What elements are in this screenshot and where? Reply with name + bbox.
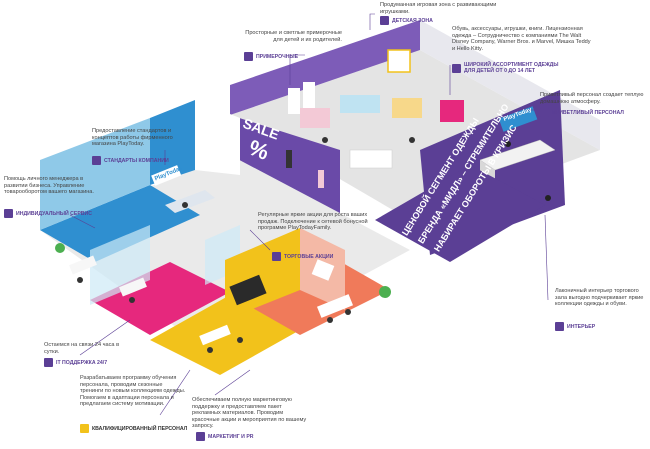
marketing-tag: Маркетинг и PR [196, 432, 254, 441]
headset-icon [44, 358, 53, 367]
fitting-tag: Примерочные [244, 52, 298, 61]
megaphone-icon [196, 432, 205, 441]
document-icon [92, 156, 101, 165]
presentation-screen [229, 274, 267, 306]
standards-note: Предоставление стандартов и концептов ра… [92, 128, 173, 148]
office-desk [119, 277, 147, 297]
support-tag: IT поддержка 24/7 [44, 358, 107, 367]
interior-tag: Интерьер [555, 322, 595, 331]
staff-note: Приветливый персонал создает теплую дома… [540, 92, 644, 105]
reception-desk [165, 190, 215, 213]
leader-line [544, 214, 549, 301]
brand-sign-office [151, 165, 182, 186]
employee-figure [207, 347, 213, 353]
kids-zone-picture [387, 49, 411, 73]
store-back-wall-left [230, 20, 420, 115]
clothes-icon [452, 63, 461, 73]
childzone-note: Продуманная игровая зона с развивающими … [380, 2, 497, 15]
assortment-note: Обувь, аксессуары, игрушки, книги. Лицен… [452, 26, 591, 52]
leader-line [69, 214, 96, 229]
kids-icon [380, 16, 389, 25]
staff-figure [545, 195, 551, 201]
person-icon [540, 108, 549, 117]
promo-note: Регулярные яркие акции для роста ваших п… [258, 212, 368, 232]
meeting-table [316, 294, 354, 318]
support-note: Остаемся на связи 24 часа в сутки. [44, 342, 120, 355]
standards-tag: Стандарты компании [92, 156, 169, 165]
office-wall-left [40, 118, 150, 230]
promo-tag: Торговые акции [272, 252, 333, 261]
interior-note: Лаконичный интерьер торгового зала выгод… [555, 288, 644, 308]
leader-line [159, 369, 191, 416]
plant [379, 286, 391, 298]
clothing-rack-1 [300, 108, 330, 128]
star-icon [272, 252, 281, 261]
mannequin [286, 150, 292, 168]
manager-note: Помощь личного менеджера в развитии бизн… [4, 176, 94, 196]
office-floor-pink [90, 262, 230, 335]
fitting-note: Просторные и светлые примерочные для дет… [245, 30, 342, 43]
staff-figure [505, 141, 511, 147]
plant [55, 243, 65, 253]
sofa-icon [555, 322, 564, 331]
office-desk [69, 255, 97, 275]
office-wall-reception [150, 100, 195, 185]
leader-line [249, 229, 271, 251]
office-wall-back [195, 100, 240, 175]
customer-figure [322, 137, 328, 143]
assortment-tag: Широкий ассортимент одежды для детей от … [452, 62, 562, 74]
leader-line [289, 54, 305, 85]
toy-shelf [440, 100, 464, 122]
leader-line [79, 319, 131, 356]
customer-figure [409, 137, 415, 143]
brand-sign-right [498, 106, 538, 132]
user-icon [4, 209, 13, 218]
employee-figure [327, 317, 333, 323]
childzone-tag: Детская зона [380, 16, 433, 25]
office-desk [199, 324, 231, 346]
fitting-room-1 [288, 88, 300, 114]
employee-figure [237, 337, 243, 343]
whiteboard [311, 259, 335, 281]
display-table [349, 149, 393, 169]
office-floor-blue [40, 185, 200, 262]
employee-figure [345, 309, 351, 315]
leader-line [214, 369, 251, 396]
training-tag: Квалифицированный персонал [80, 424, 187, 433]
slogan-ribbon [375, 165, 545, 262]
mannequin [318, 170, 324, 188]
staff-tag: Приветливый персонал [540, 108, 624, 117]
manager-tag: Индивидуальный сервис [4, 209, 92, 218]
clothing-rack-2 [340, 95, 380, 113]
marketing-note: Обеспечиваем полную маркетинговую поддер… [192, 397, 307, 430]
fitting-room-2 [303, 82, 315, 108]
leader-line [369, 13, 375, 30]
employee-figure [77, 277, 83, 283]
hanger-icon [244, 52, 253, 61]
training-note: Разрабатываем программу обучения персона… [80, 375, 186, 408]
employee-figure [129, 297, 135, 303]
graduation-icon [80, 424, 89, 433]
employee-figure [182, 202, 188, 208]
clothing-rack-3 [392, 98, 422, 118]
